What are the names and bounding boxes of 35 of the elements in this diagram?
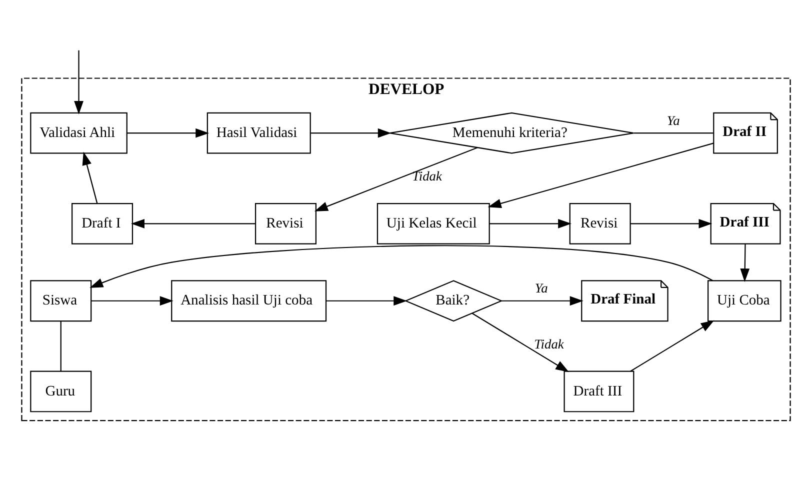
arrow (740, 244, 750, 282)
node-box: Revisi (569, 202, 631, 244)
arrow (74, 50, 84, 114)
node-diamond: Baik? (404, 280, 503, 322)
arrow (326, 296, 408, 306)
arrow (91, 296, 174, 306)
arrow (314, 146, 478, 211)
arrow (131, 218, 256, 228)
node-box: Draft III (564, 370, 634, 412)
arrow (310, 128, 392, 138)
node-box: Analisis hasil Uji coba (171, 280, 327, 322)
node-box: Draft I (72, 202, 134, 244)
edge-label: Tidak (412, 168, 442, 184)
node-box: Siswa (30, 280, 92, 322)
node-box: Guru (30, 370, 92, 412)
arrow (502, 296, 584, 306)
edge-label: Tidak (534, 336, 564, 352)
node-box: Uji Coba (708, 280, 782, 322)
arrow (488, 142, 714, 208)
node-box: Hasil Validasi (206, 112, 311, 154)
arrow (630, 320, 714, 372)
edge-label: Ya (666, 112, 680, 128)
edge-label: Ya (534, 280, 548, 296)
connector (634, 132, 714, 134)
arrow (489, 218, 572, 228)
node-box: Revisi (254, 202, 316, 244)
node-box: Uji Kelas Kecil (376, 202, 490, 244)
arrow (630, 218, 712, 228)
node-box: Validasi Ahli (30, 112, 128, 154)
connector (60, 320, 62, 371)
arrow (126, 128, 210, 138)
arrow (472, 312, 570, 372)
arrow (82, 151, 98, 204)
node-diamond: Memenuhi kriteria? (389, 112, 634, 154)
arrow (90, 244, 714, 288)
